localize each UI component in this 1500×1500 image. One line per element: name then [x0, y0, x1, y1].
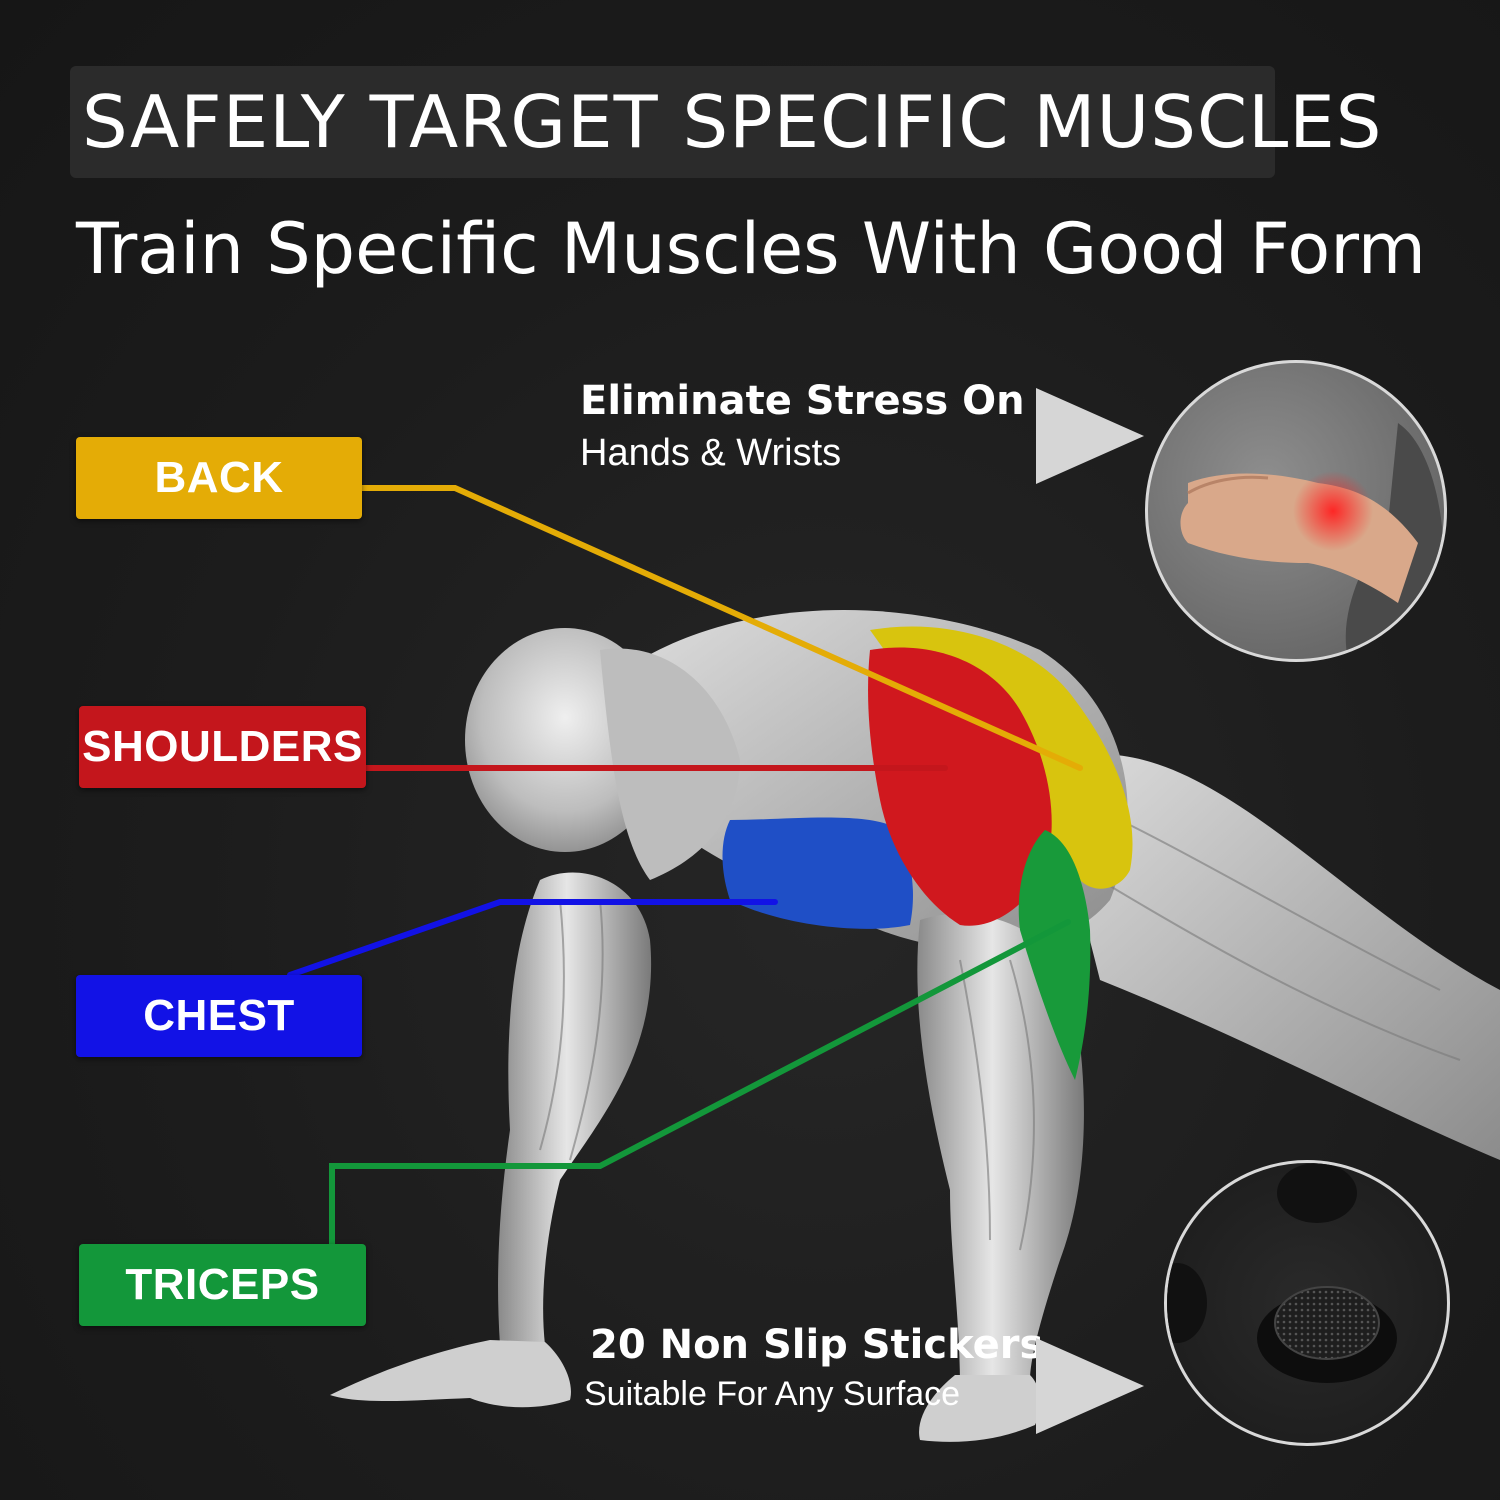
label-back-text: BACK — [154, 453, 284, 502]
subheadline: Train Specific Muscles With Good Form — [76, 208, 1426, 290]
label-triceps-text: TRICEPS — [125, 1260, 320, 1309]
stickers-feature-subtitle: Suitable For Any Surface — [584, 1375, 961, 1413]
right-hand — [919, 1375, 1041, 1442]
wrist-arrow-icon — [1036, 388, 1144, 484]
triceps-connector-line — [329, 919, 1071, 1249]
headline: SAFELY TARGET SPECIFIC MUSCLES — [82, 80, 1383, 164]
sticker-pad-icon — [1167, 1163, 1397, 1383]
headline-banner — [70, 66, 1275, 178]
wrist-feature-subtitle: Hands & Wrists — [580, 432, 842, 474]
label-shoulders-text: SHOULDERS — [82, 722, 363, 771]
wrist-feature-title: Eliminate Stress On — [580, 378, 1025, 424]
chest-connector-line — [287, 899, 778, 978]
label-back: BACK — [76, 437, 362, 519]
wrist-pain-photo — [1145, 360, 1447, 662]
label-triceps: TRICEPS — [79, 1244, 366, 1326]
stickers-arrow-icon — [1036, 1338, 1144, 1434]
legs — [1060, 754, 1500, 1160]
right-arm — [917, 913, 1084, 1385]
label-chest: CHEST — [76, 975, 362, 1057]
chest-muscle — [722, 817, 913, 929]
left-hand — [330, 1340, 571, 1408]
non-slip-sticker-photo — [1164, 1160, 1450, 1446]
neck — [600, 648, 740, 880]
label-chest-text: CHEST — [143, 991, 295, 1040]
back-connector-line — [359, 485, 1083, 771]
wrist-hand-icon — [1180, 423, 1444, 659]
stickers-feature-title: 20 Non Slip Stickers — [590, 1322, 1044, 1368]
shoulder-muscle — [868, 647, 1052, 926]
triceps-muscle — [1018, 830, 1091, 1080]
label-shoulders: SHOULDERS — [79, 706, 366, 788]
left-arm — [498, 872, 652, 1345]
